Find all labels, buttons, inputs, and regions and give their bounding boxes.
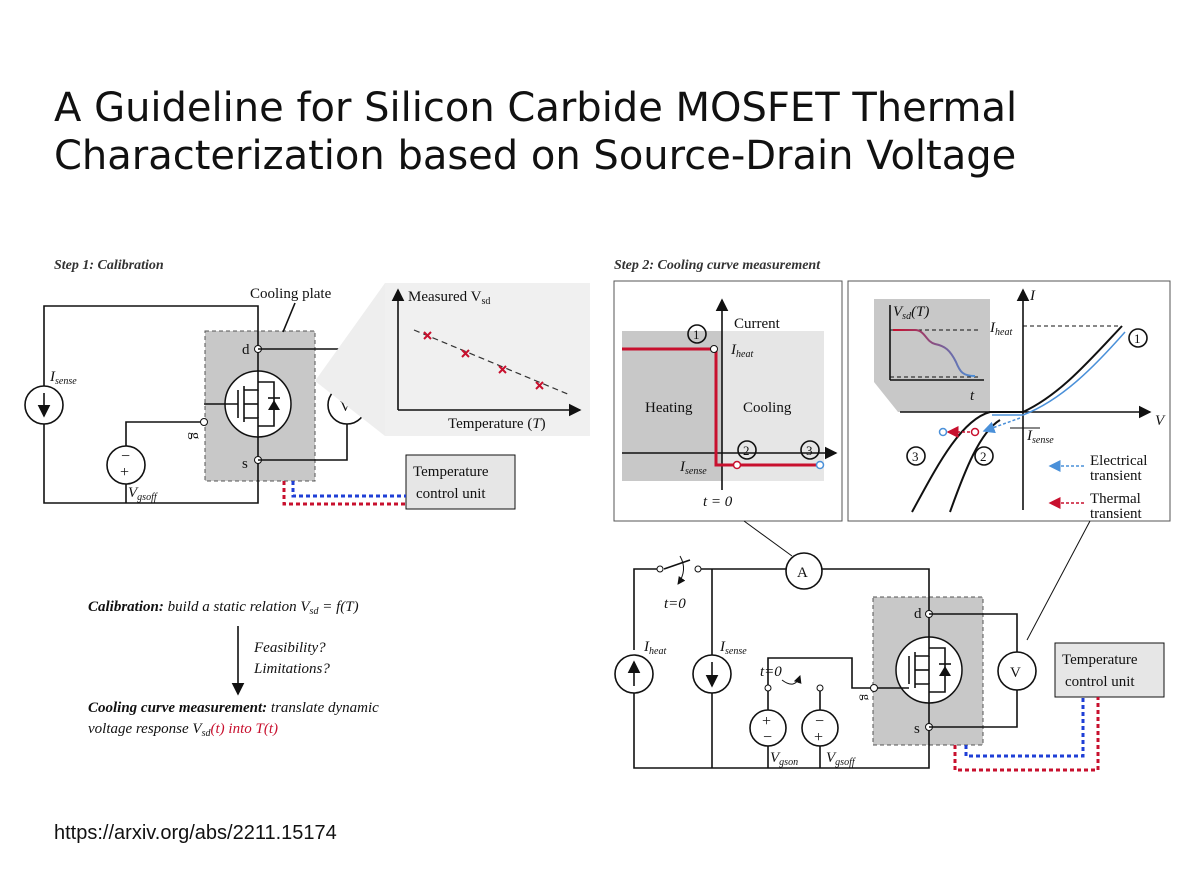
calibration-xlabel: Temperature (T) (448, 416, 546, 432)
svg-text:voltage response Vsd(t) into T: voltage response Vsd(t) into T(t) (88, 721, 278, 739)
step2-heading: Step 2: Cooling curve measurement (614, 258, 821, 273)
cooling-note: Cooling curve measurement: translate dyn… (88, 700, 379, 716)
svg-text:transient: transient (1090, 468, 1142, 484)
vgsoff-label: Vgsoff (128, 485, 158, 503)
svg-text:A: A (797, 565, 808, 581)
svg-text:+: + (120, 464, 129, 481)
svg-text:1: 1 (1134, 331, 1141, 346)
svg-text:−: − (121, 448, 130, 465)
svg-text:−: − (815, 713, 824, 730)
svg-text:transient: transient (1090, 506, 1142, 522)
svg-text:V: V (340, 399, 351, 415)
svg-text:Temperature: Temperature (1062, 652, 1138, 668)
voltage-source-vgsoff (106, 445, 146, 485)
current-source-isense (24, 385, 64, 425)
isense-label: Isense (49, 369, 77, 387)
svg-text:Vgson: Vgson (770, 750, 798, 768)
svg-text:V: V (1155, 413, 1166, 429)
step1-calibration-circuit: Step 1: Calibration Cooling plate Isense… (24, 258, 590, 510)
svg-text:t=0: t=0 (760, 664, 782, 680)
svg-text:Thermal: Thermal (1090, 491, 1141, 507)
svg-text:Cooling: Cooling (743, 400, 792, 416)
svg-text:t = 0: t = 0 (703, 494, 733, 510)
page-title: A Guideline for Silicon Carbide MOSFET T… (54, 85, 1018, 179)
svg-text:2: 2 (743, 443, 750, 458)
svg-text:Isense: Isense (1026, 428, 1054, 446)
svg-text:Current: Current (734, 316, 781, 332)
svg-text:3: 3 (912, 449, 919, 464)
ammeter (785, 552, 823, 590)
svg-text:g: g (187, 432, 203, 440)
voltmeter-2 (997, 651, 1037, 691)
svg-text:1: 1 (693, 327, 700, 342)
svg-text:Limitations?: Limitations? (253, 661, 330, 677)
svg-text:control unit: control unit (416, 486, 486, 502)
step2-cooling-curve: Step 2: Cooling curve measurement Curren… (613, 258, 1171, 772)
svg-text:+: + (762, 713, 771, 730)
svg-text:s: s (914, 721, 920, 737)
svg-text:Electrical: Electrical (1090, 453, 1147, 469)
vsd-inset (874, 299, 990, 382)
calibration-ylabel: Measured Vsd (408, 289, 490, 307)
source-url[interactable]: https://arxiv.org/abs/2211.15174 (54, 822, 337, 844)
svg-text:Iheat: Iheat (989, 320, 1012, 338)
svg-text:Vsd(T): Vsd(T) (893, 304, 929, 322)
temperature-control-unit (405, 454, 516, 510)
cooling-plate-label: Cooling plate (250, 286, 332, 302)
svg-text:g: g (859, 694, 874, 701)
svg-text:−: − (763, 729, 772, 746)
svg-text:d: d (242, 342, 250, 358)
svg-text:+: + (814, 729, 823, 746)
step1-heading: Step 1: Calibration (54, 258, 164, 273)
calibration-note: Calibration: build a static relation Vsd… (88, 599, 359, 617)
svg-text:Iheat: Iheat (643, 639, 666, 657)
notes: Calibration: build a static relation Vsd… (88, 599, 379, 739)
calibration-points (423, 331, 544, 390)
svg-text:Vgsoff: Vgsoff (826, 750, 856, 768)
svg-text:t: t (970, 388, 975, 404)
svg-text:d: d (914, 606, 922, 622)
svg-text:Isense: Isense (679, 459, 707, 477)
svg-text:I: I (1029, 288, 1036, 304)
svg-text:t=0: t=0 (664, 596, 686, 612)
svg-text:Iheat: Iheat (730, 342, 753, 360)
svg-text:2: 2 (980, 449, 987, 464)
svg-text:Isense: Isense (719, 639, 747, 657)
svg-text:Heating: Heating (645, 400, 693, 416)
svg-text:control unit: control unit (1065, 674, 1135, 690)
svg-text:3: 3 (806, 443, 813, 458)
svg-text:Feasibility?: Feasibility? (253, 640, 326, 656)
svg-text:Temperature: Temperature (413, 464, 489, 480)
svg-text:V: V (1010, 665, 1021, 681)
temperature-control-unit-2 (1054, 642, 1165, 698)
svg-text:s: s (242, 456, 248, 472)
